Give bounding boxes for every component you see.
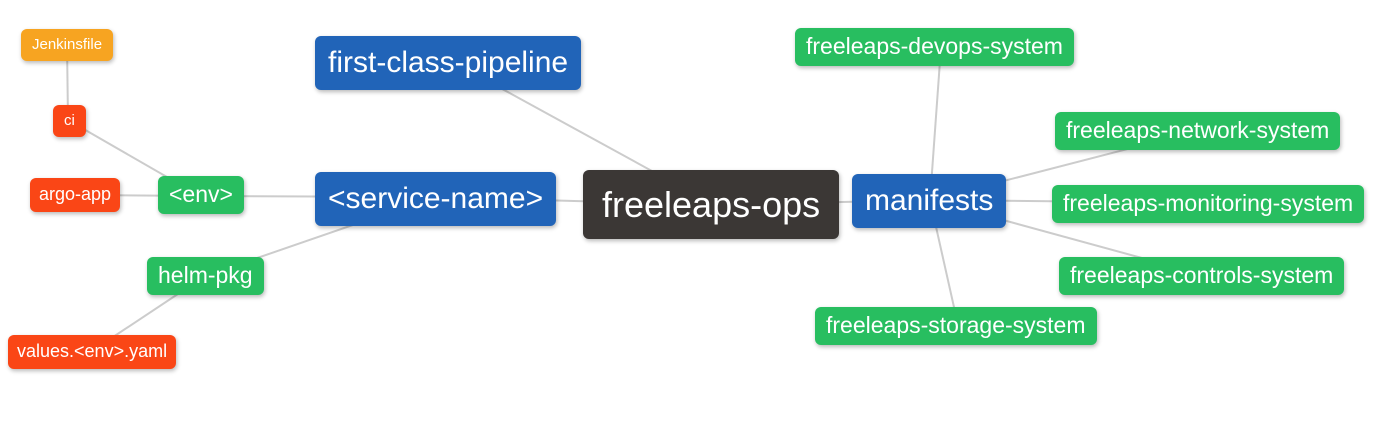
node-first-class-pipeline[interactable]: first-class-pipeline [315,36,582,90]
node-freeleaps-devops-system[interactable]: freeleaps-devops-system [795,28,1074,66]
node-freeleaps-storage-system[interactable]: freeleaps-storage-system [815,307,1097,345]
node-env[interactable]: <env> [158,176,244,214]
node-freeleaps-monitoring-system[interactable]: freeleaps-monitoring-system [1052,185,1365,223]
node-freeleaps-network-system[interactable]: freeleaps-network-system [1055,112,1341,150]
node-root-freeleaps-ops[interactable]: freeleaps-ops [583,170,840,240]
node-ci[interactable]: ci [53,105,86,137]
node-service-name[interactable]: <service-name> [315,172,557,226]
node-values-env-yaml[interactable]: values.<env>.yaml [8,335,177,369]
node-freeleaps-controls-system[interactable]: freeleaps-controls-system [1059,257,1345,295]
node-jenkinsfile[interactable]: Jenkinsfile [21,29,114,61]
node-argo-app[interactable]: argo-app [30,178,121,212]
node-manifests[interactable]: manifests [852,174,1007,228]
node-helm-pkg[interactable]: helm-pkg [147,257,264,295]
